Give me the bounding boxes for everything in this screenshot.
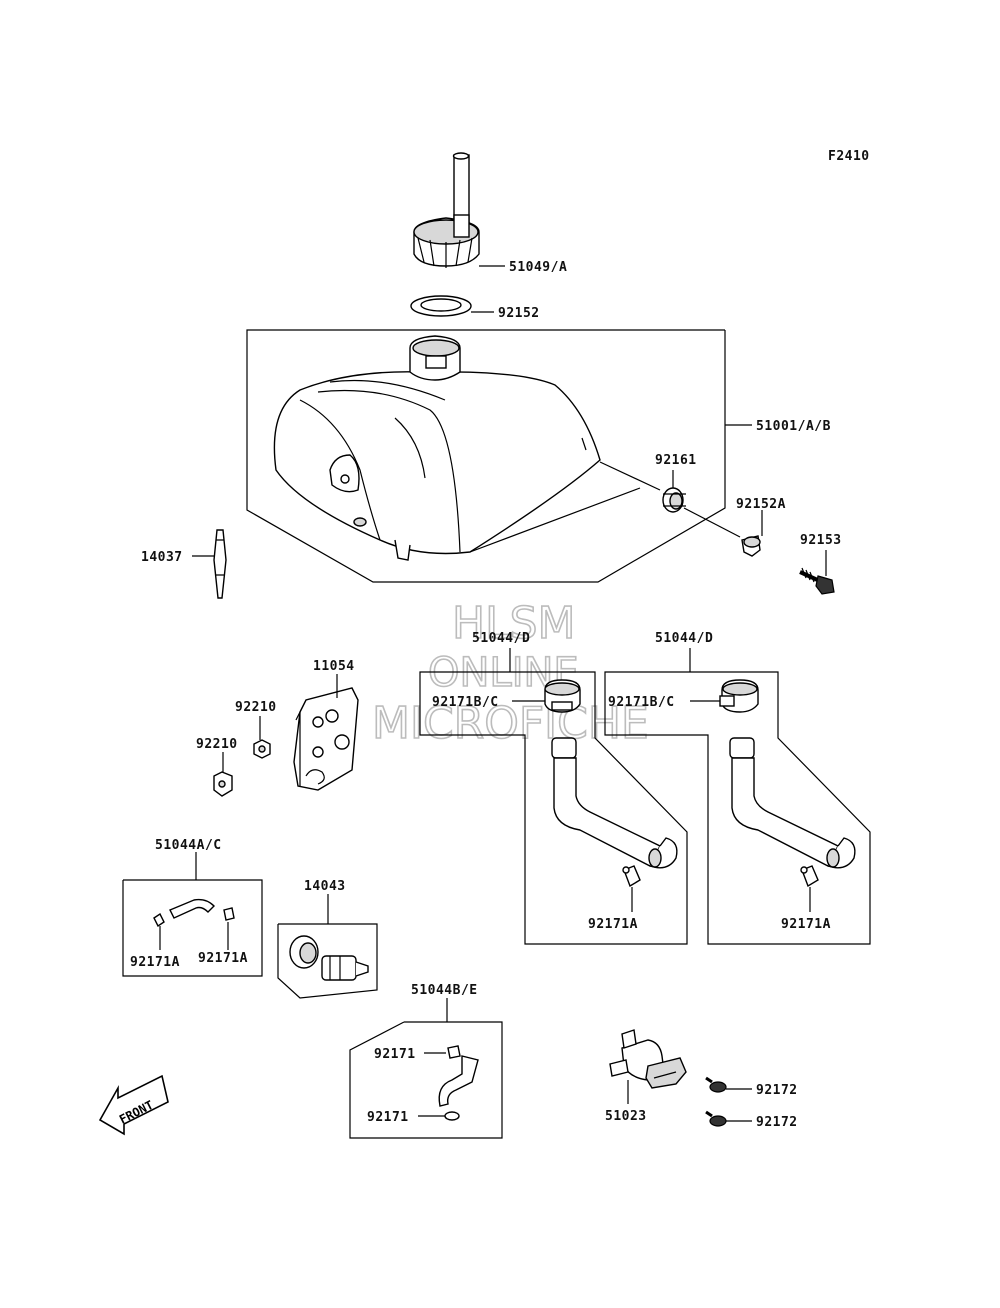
label-92210-lower: 92210 (196, 737, 238, 752)
label-92153: 92153 (800, 533, 842, 548)
label-11054: 11054 (313, 659, 355, 674)
label-92172-2: 92172 (756, 1115, 798, 1130)
label-51001-A-B: 51001/A/B (756, 419, 831, 434)
label-92171BC-left: 92171B/C (432, 695, 499, 710)
label-51023: 51023 (605, 1109, 647, 1124)
label-92161: 92161 (655, 453, 697, 468)
svg-text:HLSM: HLSM (452, 598, 576, 649)
label-51044-D-right: 51044/D (655, 631, 713, 646)
label-51044-D-left: 51044/D (472, 631, 530, 646)
fuel-gauge-drawing (213, 529, 227, 599)
figure-code: F2410 (828, 149, 870, 164)
fuel-cap-drawing (413, 152, 480, 268)
clamp-a-right-drawing (800, 865, 819, 888)
watermark: HLSM ONLINE MICROFICHE (371, 597, 649, 750)
hose-left-drawing (551, 737, 678, 869)
hose-ac-box (122, 879, 263, 977)
label-14037: 14037 (141, 550, 183, 565)
clamp-bc-left-drawing (544, 679, 581, 713)
svg-text:MICROFICHE: MICROFICHE (372, 698, 649, 749)
label-92152A: 92152A (736, 497, 786, 512)
grommet-drawing (662, 487, 686, 513)
clamp-bc-right-drawing (719, 679, 759, 713)
filter-drawing (289, 935, 369, 981)
label-92171BC-right: 92171B/C (608, 695, 675, 710)
tank-group-box (246, 329, 726, 583)
nut-upper-drawing (253, 739, 271, 759)
label-92171A-left: 92171A (588, 917, 638, 932)
fuel-cock-drawing (609, 1029, 687, 1089)
label-92152: 92152 (498, 306, 540, 321)
hose-set-left-box (419, 648, 688, 945)
damper-drawing (741, 535, 761, 557)
screw-2-drawing (705, 1110, 727, 1127)
hose-be-box (349, 1021, 503, 1139)
label-92210-upper: 92210 (235, 700, 277, 715)
nut-lower-drawing (213, 771, 233, 797)
label-92171A-ac2: 92171A (198, 951, 248, 966)
bolt-drawing (799, 567, 835, 595)
hose-set-right-box (604, 648, 871, 945)
fuel-tank-drawing (273, 335, 661, 561)
label-92171A-ac1: 92171A (130, 955, 180, 970)
label-51049-A: 51049/A (509, 260, 567, 275)
filter-box (277, 923, 378, 999)
screw-1-drawing (705, 1076, 727, 1093)
hose-ac-drawing (153, 898, 235, 928)
hose-be-drawing (438, 1045, 479, 1121)
cap-gasket-drawing (410, 295, 472, 317)
label-92171-be2: 92171 (367, 1110, 409, 1125)
clamp-a-left-drawing (622, 865, 641, 888)
hose-right-drawing (729, 737, 856, 869)
label-92171A-right: 92171A (781, 917, 831, 932)
label-51044B-E: 51044B/E (411, 983, 478, 998)
label-92172-1: 92172 (756, 1083, 798, 1098)
label-92171-be1: 92171 (374, 1047, 416, 1062)
label-14043: 14043 (304, 879, 346, 894)
label-51044A-C: 51044A/C (155, 838, 222, 853)
front-arrow-icon: FRONT (98, 1074, 169, 1136)
bracket-drawing (293, 687, 359, 791)
